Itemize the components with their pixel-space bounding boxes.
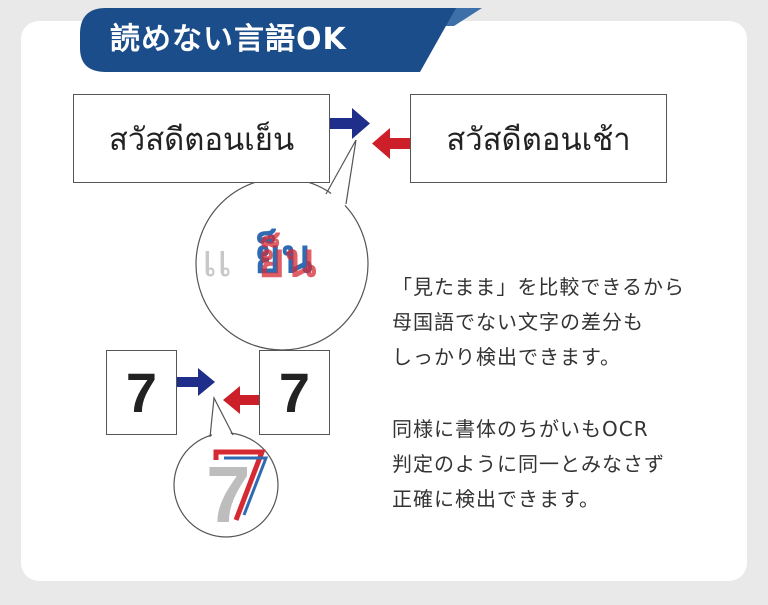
thai-ghost-glyphs: เเ [202,236,232,287]
thai-zoom-bubble: เเ ย็น ย็น [195,139,369,351]
number-zoom-bubble: 7 [173,395,279,539]
digit-before: 7 [125,361,158,424]
zoom-digit-blue-stroke [224,456,269,516]
thai-zoom-glyphs-red: ย็น [258,232,317,287]
thai-text-box-after: สวัสดีตอนเช้า [410,94,667,183]
description-paragraph-2: 同様に書体のちがいもOCR 判定のように同一とみなさず 正確に検出できます。 [392,412,665,517]
description-line: 同様に書体のちがいもOCR [392,417,649,441]
zoom-digit-red-stroke [213,449,266,521]
description-line: 判定のように同一とみなさず [392,452,665,476]
section-header: 読めない言語OK [80,8,482,72]
section-title: 読めない言語OK [110,22,347,57]
description-line: 「見たまま」を比較できるから [392,275,685,299]
thai-word-after: สวัสดีตอนเช้า [446,121,631,158]
description-line: しっかり検出できます。 [392,345,621,369]
thai-arrow-left [372,128,422,159]
description-paragraph-1: 「見たまま」を比較できるから 母国語でない文字の差分も しっかり検出できます。 [392,270,685,375]
thai-word-before: สวัสดีตอนเย็น [108,121,295,158]
description-line: 母国語でない文字の差分も [392,310,644,334]
thai-zoom-glyphs-blue: ย็น [254,228,313,283]
number-arrow-left [223,386,268,414]
header-banner-shape [80,8,482,72]
number-arrow-right [170,368,215,396]
thai-arrow-right [320,108,370,139]
thai-text-box-before: สวัสดีตอนเย็น [73,94,330,183]
number-box-after: 7 [259,350,330,435]
number-box-before: 7 [106,350,177,435]
digit-after: 7 [278,361,311,424]
description-line: 正確に検出できます。 [392,487,600,511]
